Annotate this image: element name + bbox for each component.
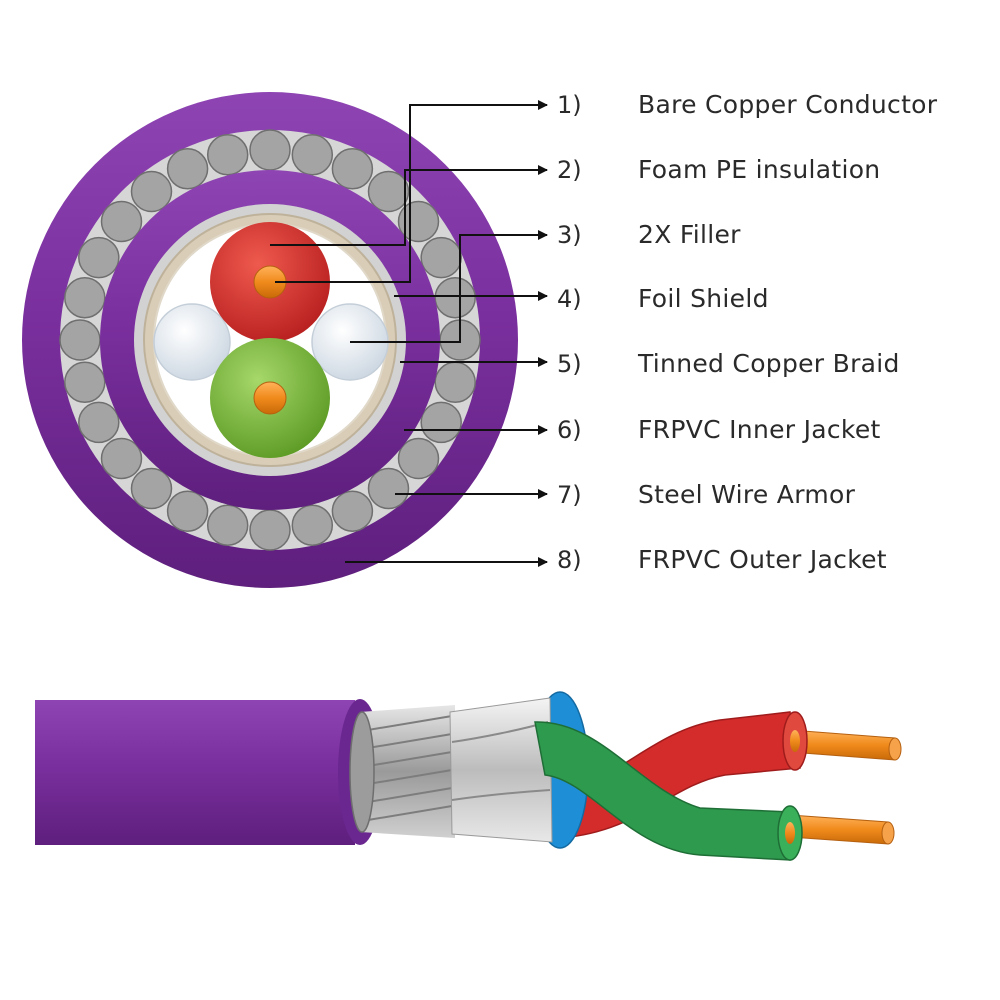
armor-wire — [59, 319, 101, 361]
armor-wire — [78, 401, 120, 444]
legend: 1) Bare Copper Conductor 2) Foam PE insu… — [557, 90, 938, 574]
legend-item-6: 6) FRPVC Inner Jacket — [557, 415, 881, 444]
legend-number-3: 3) — [557, 221, 582, 249]
armor-wire — [367, 170, 410, 213]
leader-1 — [275, 100, 548, 283]
armor-wire — [397, 200, 440, 243]
legend-number-5: 5) — [557, 350, 582, 378]
foil-shield-section — [449, 697, 553, 843]
copper-end-bottom — [789, 814, 889, 845]
armor-wire — [249, 509, 291, 551]
armor-wire — [100, 200, 143, 243]
legend-label-4: Foil Shield — [638, 284, 769, 313]
legend-label-2: Foam PE insulation — [638, 155, 880, 184]
filler-left — [153, 303, 231, 381]
armor-wire — [130, 467, 173, 510]
legend-label-8: FRPVC Outer Jacket — [638, 545, 887, 574]
legend-item-7: 7) Steel Wire Armor — [557, 480, 856, 509]
copper-end-bottom-cap — [881, 821, 895, 845]
legend-number-6: 6) — [557, 416, 582, 444]
armor-wire — [420, 236, 462, 279]
legend-item-3: 3) 2X Filler — [557, 220, 741, 249]
armor-wire — [64, 276, 106, 319]
armor-wire — [64, 361, 106, 404]
cross-section — [22, 92, 518, 588]
armor-wire — [434, 361, 476, 404]
foil-shield-wrap-line-2 — [451, 789, 551, 801]
copper-end-top-cap — [888, 737, 902, 761]
armor-wire — [291, 504, 334, 546]
legend-label-1: Bare Copper Conductor — [638, 90, 938, 119]
bare-copper-conductor-green — [253, 381, 287, 415]
armor-wire — [367, 467, 410, 510]
side-view — [35, 691, 902, 861]
legend-number-4: 4) — [557, 285, 582, 313]
legend-label-7: Steel Wire Armor — [638, 480, 856, 509]
legend-number-8: 8) — [557, 546, 582, 574]
armor-wire — [130, 170, 173, 213]
armor-wire — [78, 236, 120, 279]
armor-end — [349, 711, 375, 833]
armor-wire — [166, 490, 209, 532]
red-conductor-core — [790, 730, 800, 752]
legend-number-7: 7) — [557, 481, 582, 509]
legend-item-5: 5) Tinned Copper Braid — [557, 349, 900, 378]
legend-label-6: FRPVC Inner Jacket — [638, 415, 881, 444]
armor-wire — [420, 401, 462, 444]
legend-item-8: 8) FRPVC Outer Jacket — [557, 545, 887, 574]
armor-hatching — [367, 715, 453, 821]
legend-number-2: 2) — [557, 156, 582, 184]
legend-label-5: Tinned Copper Braid — [637, 349, 900, 378]
armor-wire — [166, 148, 209, 190]
leader-3 — [350, 230, 548, 343]
armor-wire — [434, 276, 476, 319]
leader-2 — [270, 165, 548, 246]
green-conductor-core — [785, 822, 795, 844]
armor-wire — [397, 437, 440, 480]
legend-item-4: 4) Foil Shield — [557, 284, 769, 313]
armor-wire — [249, 129, 291, 171]
steel-wire-armor-ring — [59, 129, 481, 551]
armor-wire — [291, 134, 334, 176]
legend-label-3: 2X Filler — [638, 220, 741, 249]
legend-item-1: 1) Bare Copper Conductor — [557, 90, 938, 119]
leader-lines — [270, 100, 548, 567]
armor-wire — [331, 148, 374, 190]
armor-wire — [331, 490, 374, 532]
armor-wire — [206, 134, 249, 176]
legend-number-1: 1) — [557, 91, 582, 119]
armor-wire — [100, 437, 143, 480]
outer-jacket-body — [35, 700, 355, 845]
legend-item-2: 2) Foam PE insulation — [557, 155, 880, 184]
armor-wire — [206, 504, 249, 546]
